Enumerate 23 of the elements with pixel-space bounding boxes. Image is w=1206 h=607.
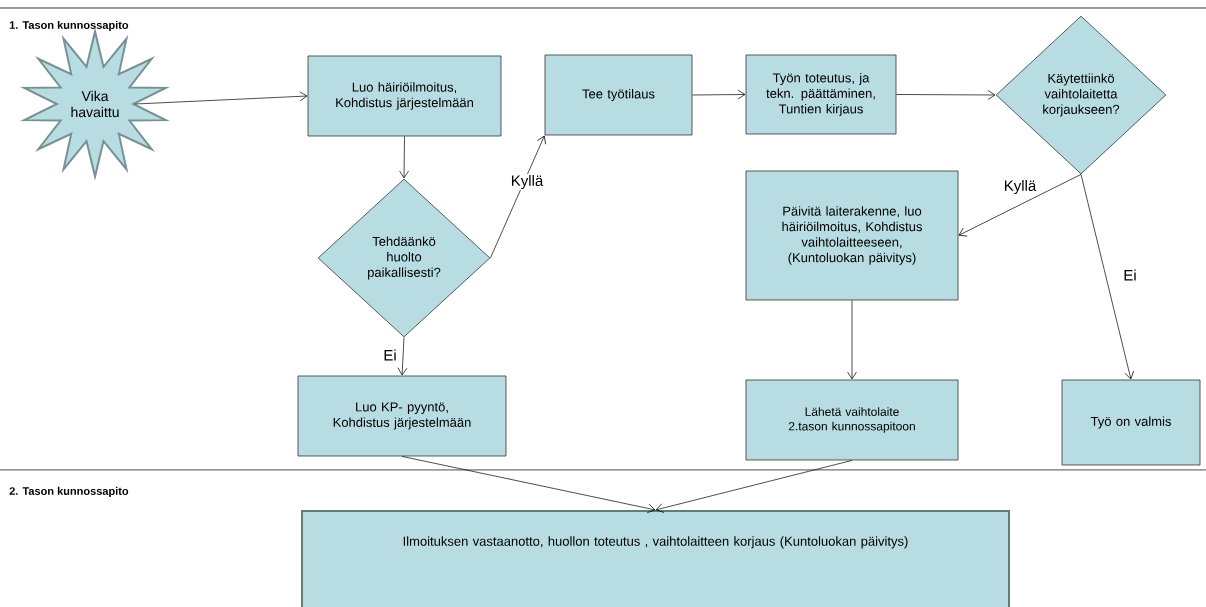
process-box: Tee työtilaus: [544, 54, 693, 136]
edge-label: Kyllä: [509, 174, 545, 190]
arrow: [401, 456, 656, 514]
process-box: Lähetä vaihtolaite 2.tason kunnossapitoon: [745, 379, 959, 461]
edge-label: Ei: [382, 348, 398, 362]
arrow: [692, 89, 746, 100]
arrow: [1080, 174, 1134, 380]
process-box: Luo KP- pyyntö, Kohdistus järjestelmään: [297, 375, 507, 457]
arrow: [847, 300, 857, 380]
arrow: [896, 90, 996, 100]
process-box: Ilmoituksen vastaanotto, huollon toteutus , vaihtolaitteen korjaus (Kuntoluokan päivitys): [301, 510, 1010, 607]
lane-title: 2. Tason kunnossapito: [9, 486, 129, 498]
process-box: Työn toteutus, ja tekn. päättäminen, Tuntien kirjaus: [745, 54, 897, 135]
process-box: Päivitä laiterakenne, luo häiriöilmoitus, Kohdistus vaihtolaitteeseen, (Kuntoluokan päivitys): [745, 170, 959, 301]
arrow: [958, 174, 1082, 237]
arrow: [490, 135, 546, 259]
arrow: [399, 136, 409, 179]
process-box: Työ on valmis: [1061, 379, 1201, 466]
process-box: Luo häiriöilmoitus, Kohdistus järjestelmään: [307, 55, 502, 137]
edge-label: Ei: [1122, 268, 1138, 282]
edge-label: Kyllä: [1002, 179, 1038, 195]
arrow: [397, 337, 408, 376]
arrow: [655, 460, 853, 513]
